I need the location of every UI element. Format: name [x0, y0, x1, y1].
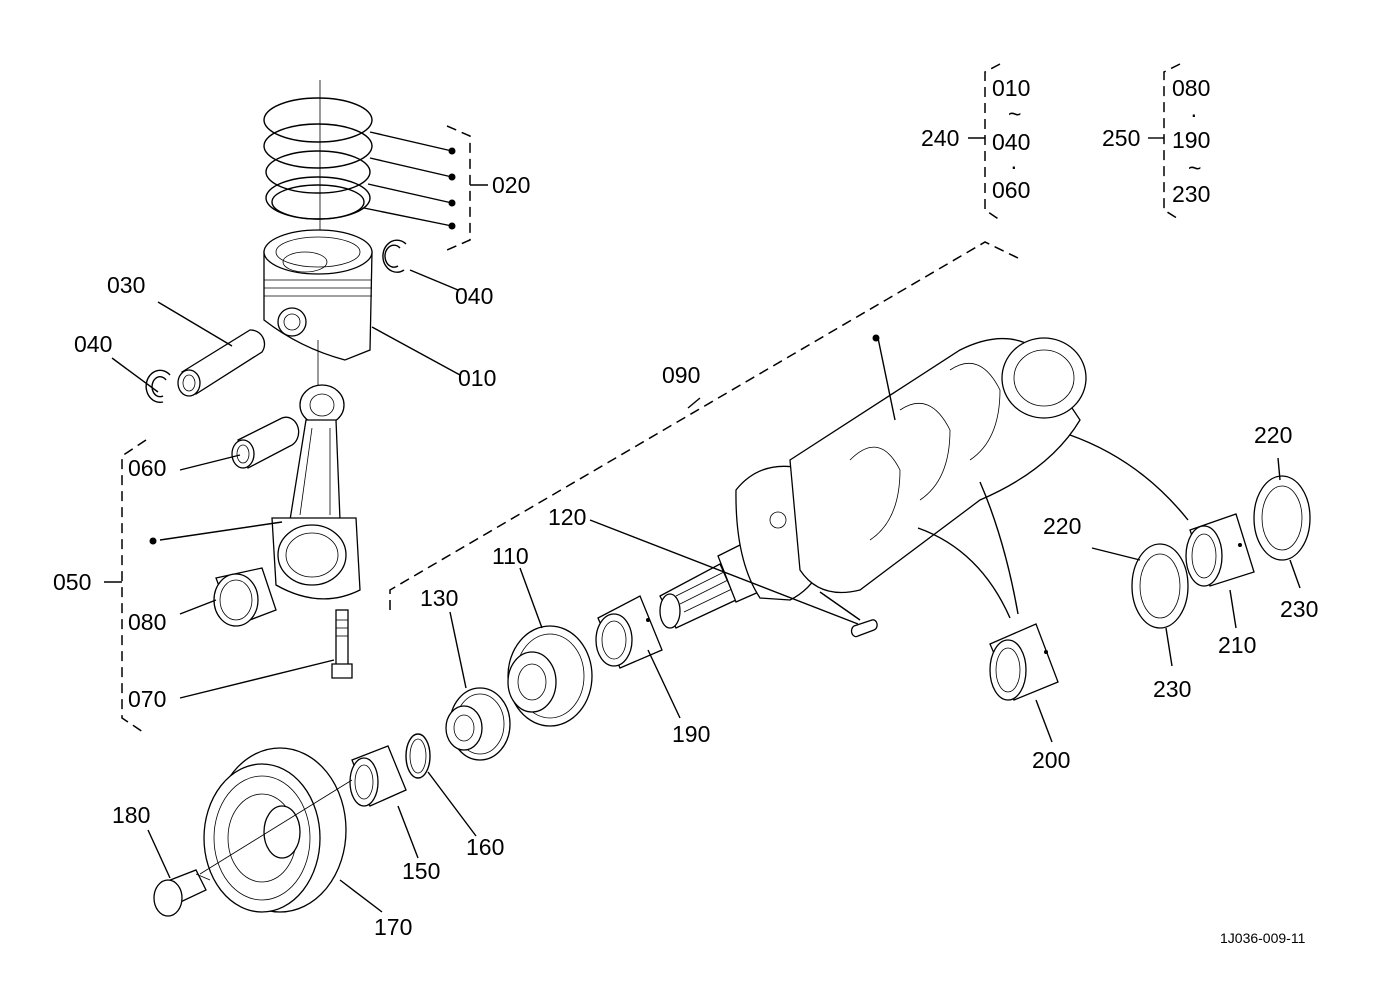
kit-240-sep2: ·	[1010, 153, 1018, 179]
thrust-washer-front	[1091, 543, 1189, 667]
label-180: 180	[112, 802, 150, 828]
label-080: 080	[128, 609, 166, 635]
label-170: 170	[374, 914, 412, 940]
label-040-right: 040	[455, 283, 493, 309]
drawing-code: 1J036-009-11	[1220, 930, 1306, 946]
label-070: 070	[128, 686, 166, 712]
piston	[263, 229, 373, 385]
kit-250-first: 080	[1172, 75, 1210, 101]
kit-250-bracket	[1148, 63, 1181, 221]
label-130: 130	[420, 585, 458, 611]
label-060: 060	[128, 455, 166, 481]
label-030: 030	[107, 272, 145, 298]
kit-240-bracket	[968, 63, 1001, 221]
kit-240-third: 060	[992, 177, 1030, 203]
kit-250-sep1: ·	[1190, 101, 1198, 127]
kit-240-first: 010	[992, 75, 1030, 101]
main-bearing-210	[1069, 434, 1255, 629]
label-120: 120	[548, 504, 586, 530]
kit-240-sep1: ~	[1008, 101, 1021, 127]
label-250: 250	[1102, 125, 1140, 151]
rod-bolt	[179, 609, 353, 699]
label-020: 020	[492, 172, 530, 198]
bracket-050	[121, 439, 147, 735]
label-110: 110	[492, 543, 529, 569]
o-ring-160	[405, 733, 477, 837]
piston-rings	[263, 80, 488, 251]
kit-240-second: 040	[992, 129, 1030, 155]
label-160: 160	[466, 834, 504, 860]
label-220-front: 220	[1043, 513, 1081, 539]
connecting-rod	[149, 384, 361, 600]
label-200: 200	[1032, 747, 1070, 773]
label-040-left: 040	[74, 331, 112, 357]
label-190: 190	[672, 721, 710, 747]
snap-ring-right	[382, 239, 459, 291]
label-010: 010	[458, 365, 496, 391]
crankpin-bearing	[179, 567, 277, 627]
oil-pump-gear-130	[445, 611, 511, 761]
crankshaft-pulley	[199, 747, 383, 913]
crank-gear-110	[507, 567, 593, 727]
pulley-bolt	[147, 829, 211, 917]
collar-150	[349, 745, 419, 859]
snap-ring-left	[111, 357, 171, 404]
label-230-rear: 230	[1280, 596, 1318, 622]
piston-pin	[157, 301, 266, 397]
label-230-front: 230	[1153, 676, 1191, 702]
kit-250-third: 230	[1172, 181, 1210, 207]
kit-250-sep2: ~	[1188, 155, 1201, 181]
kit-250-second: 190	[1172, 127, 1210, 153]
label-220-rear: 220	[1254, 422, 1292, 448]
label-050: 050	[53, 569, 91, 595]
crank-key	[589, 519, 878, 638]
crankshaft	[389, 241, 1087, 629]
main-bearing-190	[595, 595, 681, 719]
label-150: 150	[402, 858, 440, 884]
label-240: 240	[921, 125, 959, 151]
thrust-washer-rear	[1253, 457, 1311, 589]
main-bearing-200	[917, 481, 1059, 743]
small-end-bushing	[179, 416, 300, 471]
label-090: 090	[662, 362, 700, 388]
label-210: 210	[1218, 632, 1256, 658]
